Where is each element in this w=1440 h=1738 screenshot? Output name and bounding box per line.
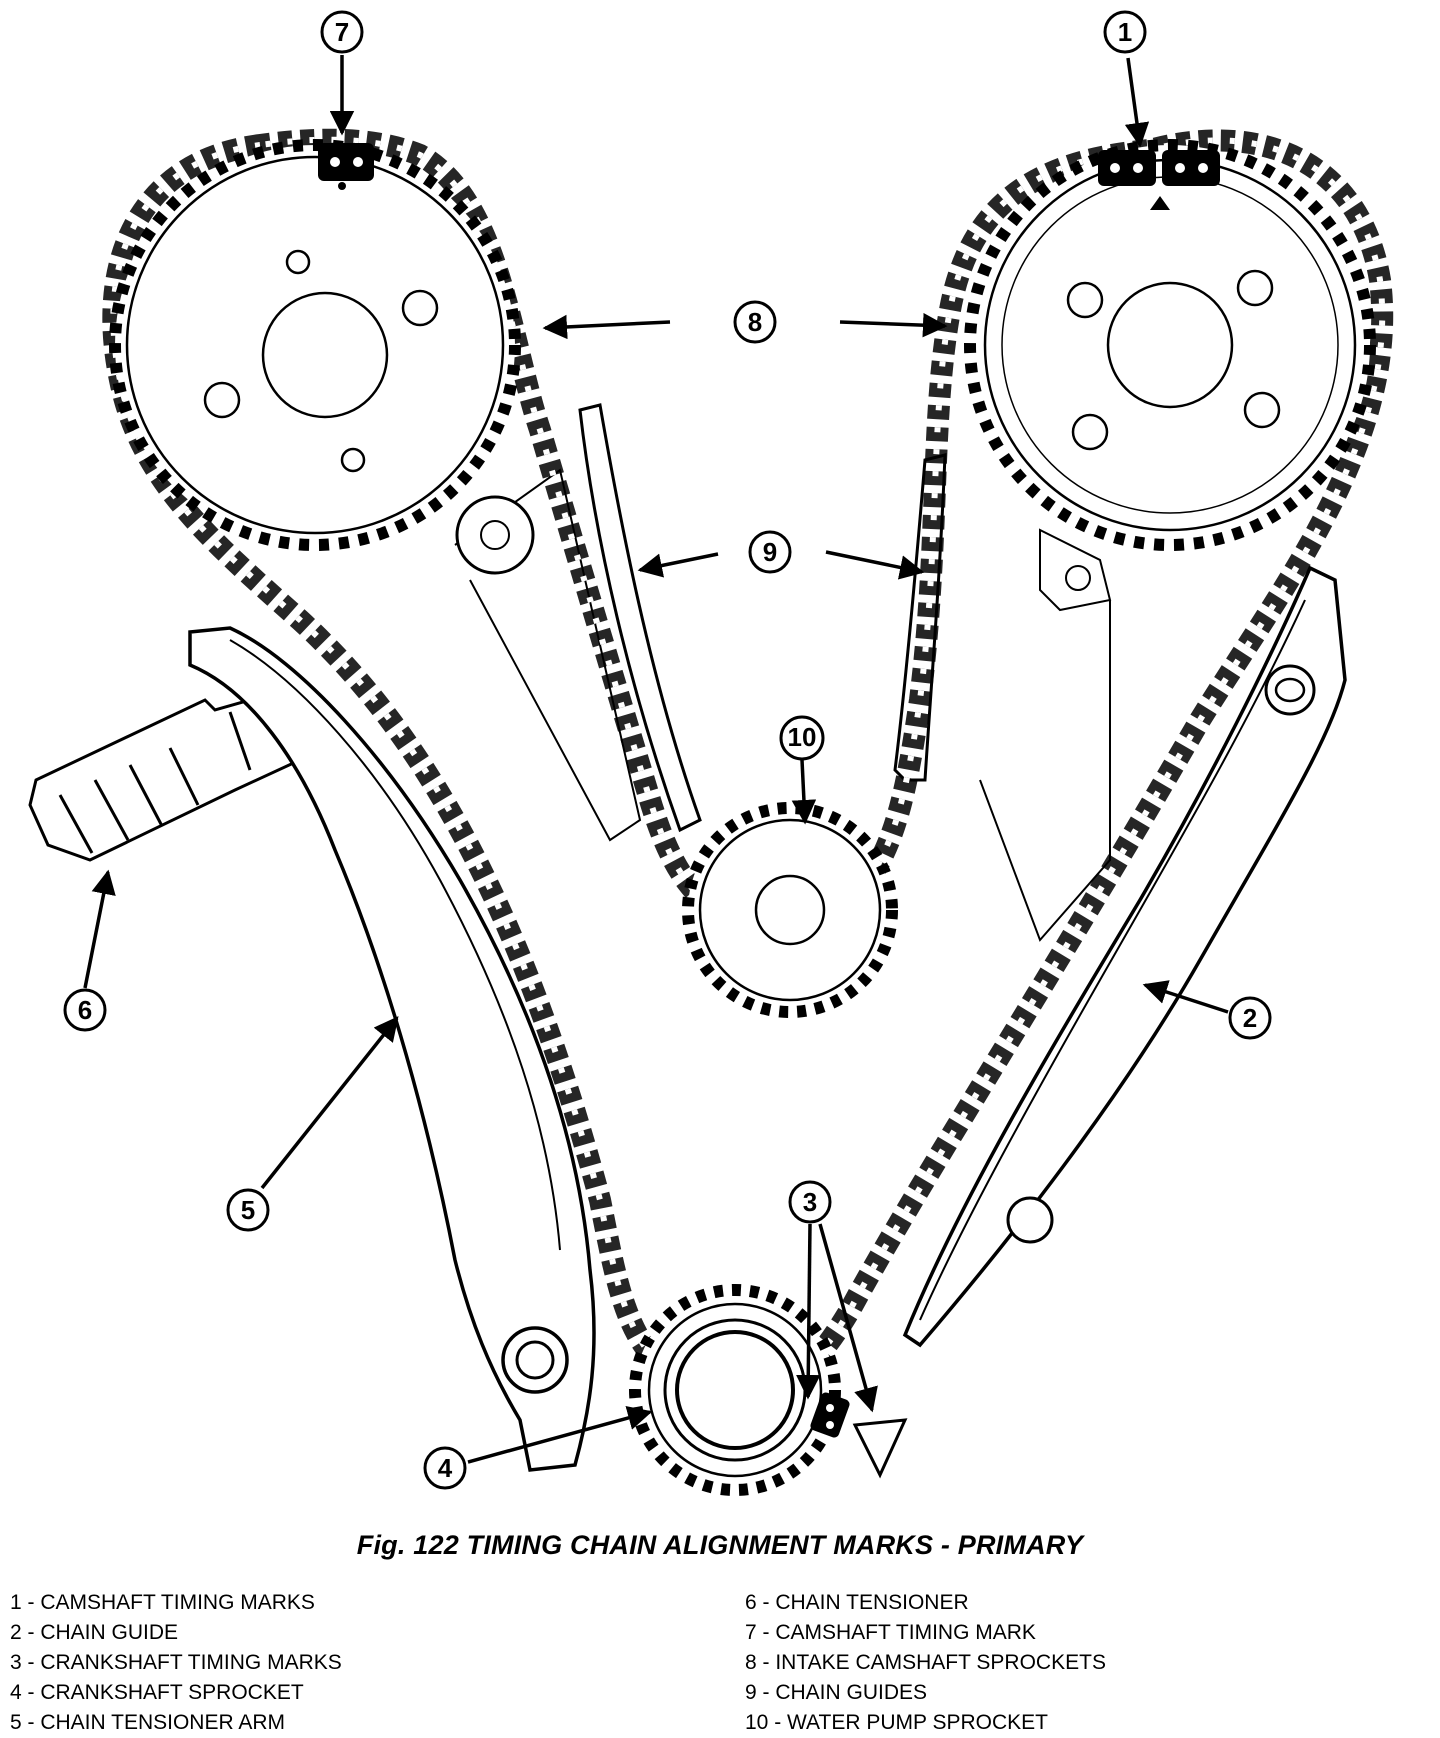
legend-item: 9 - CHAIN GUIDES — [745, 1681, 928, 1704]
right-mount-bracket — [979, 528, 1112, 942]
legend-item: 5 - CHAIN TENSIONER ARM — [10, 1711, 285, 1734]
legend-column-right: 6 - CHAIN TENSIONER 7 - CAMSHAFT TIMING … — [745, 1588, 1106, 1738]
callout-3-label: 3 — [803, 1187, 817, 1217]
legend-item: 3 - CRANKSHAFT TIMING MARKS — [10, 1651, 342, 1674]
callout-8: 8 — [733, 300, 777, 344]
callout-2-label: 2 — [1243, 1003, 1257, 1033]
callout-8-label: 8 — [748, 307, 762, 337]
chain-tensioner — [28, 688, 302, 862]
callout-9-label: 9 — [763, 537, 777, 567]
figure-caption: Fig. 122 TIMING CHAIN ALIGNMENT MARKS - … — [356, 1530, 1084, 1560]
callout-4: 4 — [423, 1446, 467, 1490]
callout-7: 7 — [320, 10, 364, 54]
legend-item: 10 - WATER PUMP SPROCKET — [745, 1711, 1048, 1734]
chain-guide-left — [578, 403, 702, 833]
legend-item: 4 - CRANKSHAFT SPROCKET — [10, 1681, 304, 1704]
legend-item: 2 - CHAIN GUIDE — [10, 1621, 179, 1644]
right-camshaft-sprocket — [964, 139, 1376, 551]
chain-tensioner-arm — [188, 626, 596, 1472]
left-mount-bracket — [454, 468, 642, 842]
legend-item: 6 - CHAIN TENSIONER — [745, 1591, 969, 1614]
callout-2: 2 — [1228, 996, 1272, 1040]
callout-4-label: 4 — [438, 1453, 453, 1483]
callout-6: 6 — [63, 988, 107, 1032]
left-camshaft-timing-mark — [318, 143, 374, 190]
callout-5-label: 5 — [241, 1195, 255, 1225]
water-pump-sprocket — [682, 802, 898, 1018]
legend-item: 1 - CAMSHAFT TIMING MARKS — [10, 1591, 315, 1614]
chain-guide-right-upper — [893, 453, 947, 782]
callout-7-label: 7 — [335, 17, 349, 47]
timing-chain-diagram: 7 1 8 9 10 6 2 3 5 4 — [28, 10, 1394, 1496]
callout-1-label: 1 — [1118, 17, 1132, 47]
callout-1: 1 — [1103, 10, 1147, 54]
callout-10-label: 10 — [788, 722, 817, 752]
left-camshaft-sprocket — [109, 139, 521, 551]
callout-9: 9 — [748, 530, 792, 574]
callout-arrows — [83, 55, 1229, 1464]
figure-legend: 1 - CAMSHAFT TIMING MARKS 2 - CHAIN GUID… — [0, 1588, 1440, 1734]
legend-column-left: 1 - CAMSHAFT TIMING MARKS 2 - CHAIN GUID… — [10, 1588, 342, 1738]
crankshaft-timing-marks — [810, 1392, 908, 1479]
legend-item: 8 - INTAKE CAMSHAFT SPROCKETS — [745, 1651, 1106, 1674]
right-camshaft-timing-marks — [1098, 150, 1220, 210]
callout-3: 3 — [788, 1180, 832, 1224]
callout-5: 5 — [226, 1188, 270, 1232]
legend-item: 7 - CAMSHAFT TIMING MARK — [745, 1621, 1036, 1644]
crankshaft-sprocket — [629, 1284, 841, 1496]
callout-10: 10 — [779, 715, 825, 761]
chain-guide-right — [902, 565, 1347, 1348]
callout-6-label: 6 — [78, 995, 92, 1025]
